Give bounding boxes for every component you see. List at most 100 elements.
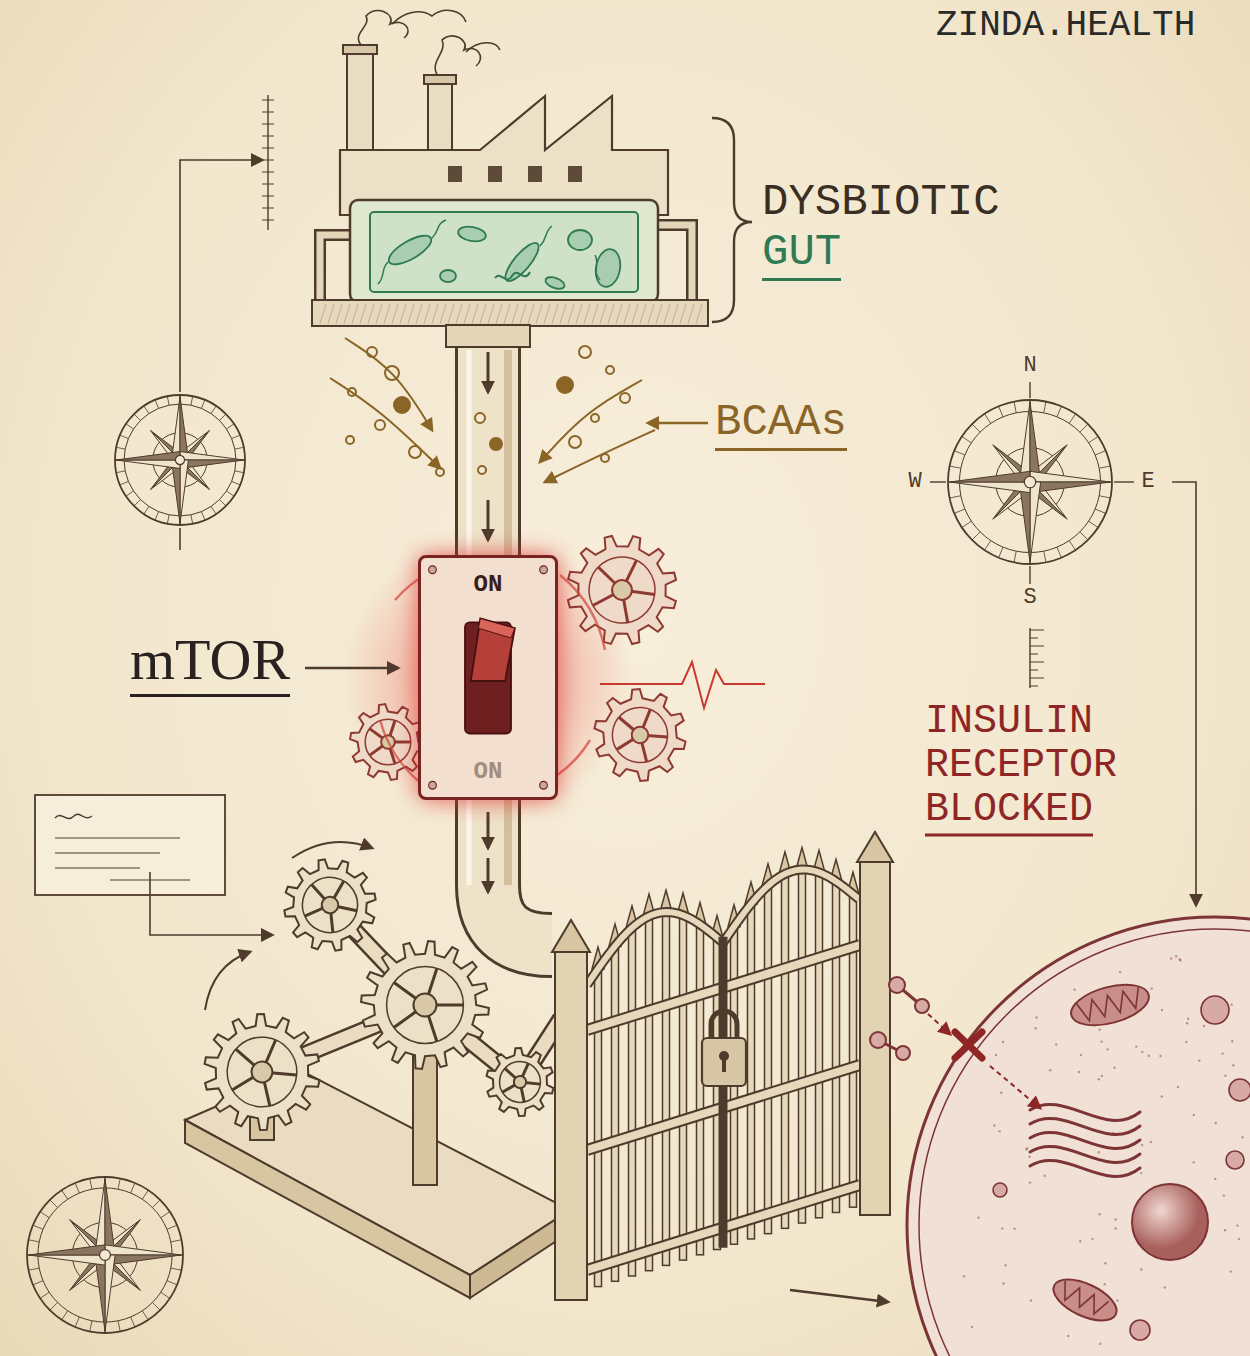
cytoplasm-stipple [1177, 1086, 1179, 1088]
compass-tick [1069, 541, 1075, 551]
compass-tick [226, 491, 234, 496]
compass-tick [134, 500, 140, 506]
gear-teeth [591, 686, 689, 784]
compass-tick [90, 1178, 92, 1189]
compass-tick [235, 447, 244, 449]
hatching [568, 304, 574, 324]
cytoplasm-stipple [1215, 1122, 1217, 1124]
hatching [648, 304, 654, 324]
hatching [616, 304, 622, 324]
compass-tick [171, 1240, 182, 1242]
compass-point [180, 452, 244, 460]
dimension-line [1172, 482, 1196, 905]
gate-bar [748, 904, 755, 1239]
vesicle [1201, 996, 1229, 1024]
compass-tick [962, 521, 972, 527]
ruler-tick [1030, 670, 1038, 671]
cytoplasm-stipple [1099, 1029, 1101, 1031]
bcaa-particle [394, 397, 410, 413]
cytoplasm-stipple [1222, 1052, 1224, 1054]
compass-tick [131, 1317, 135, 1327]
compass-tick [1099, 466, 1110, 468]
flagellum [432, 220, 446, 238]
compass-tick [167, 515, 169, 524]
cytoplasm-stipple [1001, 1227, 1003, 1229]
hatching [408, 304, 414, 324]
gate-post-cap [552, 920, 590, 952]
bacterium [593, 247, 623, 289]
compass-tick [142, 1311, 148, 1320]
cytoplasm-stipple [1030, 1299, 1032, 1301]
watermark: ZINDA.HEALTH [936, 6, 1195, 46]
compass-tick [220, 414, 226, 420]
gear [483, 1045, 558, 1120]
vesicle [1130, 1320, 1150, 1340]
compass-point [172, 460, 180, 524]
bracket [712, 118, 752, 322]
cytoplasm-stipple [1178, 958, 1180, 960]
cytoplasm-stipple [1028, 1156, 1030, 1158]
cytoplasm-stipple [1002, 1282, 1004, 1284]
hatching [560, 304, 566, 324]
leader-arrow [648, 422, 708, 424]
compass-tick [152, 1302, 160, 1310]
cytoplasm-stipple [1193, 1114, 1195, 1116]
compass-tick [211, 506, 216, 514]
hatching [344, 304, 350, 324]
cytoplasm-stipple [1055, 1043, 1057, 1045]
hatching [376, 304, 382, 324]
gear-teeth [276, 851, 385, 960]
compass-tick [972, 532, 980, 540]
compass-tick [1095, 451, 1106, 455]
compass-tick [191, 396, 193, 405]
compass-point [29, 1245, 105, 1255]
chimney [347, 50, 373, 160]
part-label: GUT [762, 228, 841, 281]
compass-tick [75, 1317, 79, 1327]
compass-axis [930, 481, 946, 482]
hatching [512, 304, 518, 324]
cristae [1077, 987, 1144, 1023]
cytoplasm-stipple [1091, 1238, 1093, 1240]
dimension-tick [262, 148, 274, 149]
hatching [432, 304, 438, 324]
hatching [688, 304, 694, 324]
toggle-lever [471, 618, 515, 680]
flow-arrow [487, 352, 490, 392]
gear [361, 941, 489, 1069]
gate-bar [765, 886, 772, 1234]
pulse-line [600, 662, 765, 708]
gate-bar [816, 872, 823, 1217]
compass-letter: E [1141, 470, 1154, 494]
compass-tick [984, 414, 990, 424]
cytoplasm-stipple [1004, 1264, 1006, 1266]
compass-axis [1029, 566, 1030, 584]
cytoplasm-stipple [1098, 1213, 1100, 1215]
cytoplasm-stipple [1186, 1022, 1188, 1024]
compass-point [116, 452, 180, 460]
hatching [656, 304, 662, 324]
gear-rim [611, 706, 670, 765]
compass-tick [201, 512, 204, 520]
cytoplasm-stipple [1035, 1027, 1037, 1029]
compass-letter: N [1023, 354, 1036, 378]
compass-tick [1080, 424, 1088, 432]
gear-teeth [560, 528, 684, 652]
hatching [696, 304, 702, 324]
compass-point [1019, 482, 1030, 562]
dimension-tick [262, 196, 274, 197]
note-line [55, 852, 160, 853]
screw [540, 781, 548, 789]
gut-tank [350, 200, 658, 302]
switch-state: ON [474, 572, 503, 598]
cytoplasm-stipple [1214, 1178, 1216, 1180]
cytoplasm-stipple [1175, 955, 1177, 957]
cytoplasm-stipple [1025, 1148, 1027, 1150]
compass-point [1030, 402, 1041, 482]
cytoplasm-stipple [1101, 1075, 1103, 1077]
compass-ring [27, 1177, 183, 1333]
ruler-tick [1030, 638, 1038, 639]
hatching [680, 304, 686, 324]
compass-tick [161, 1292, 170, 1298]
